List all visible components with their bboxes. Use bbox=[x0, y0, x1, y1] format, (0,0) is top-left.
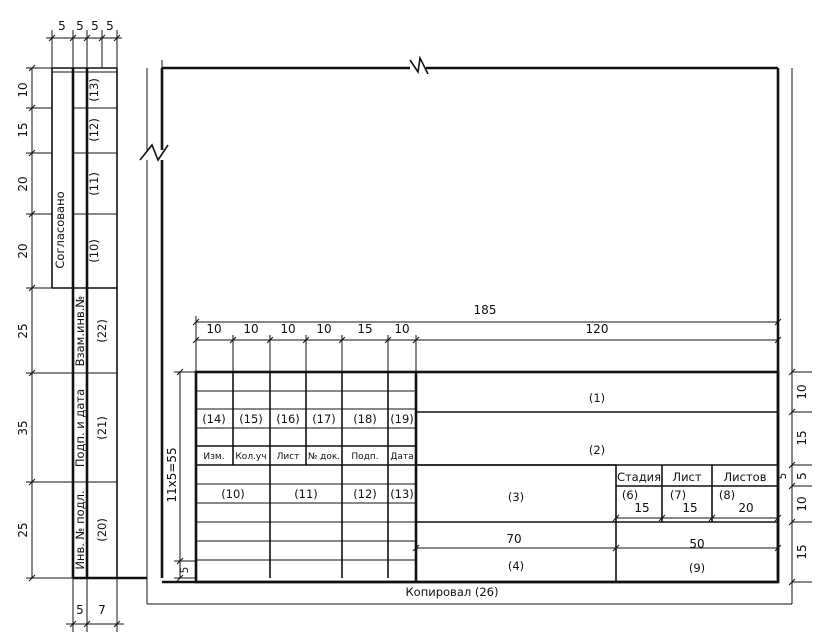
field-1: (1) bbox=[589, 391, 605, 405]
titleblock-top-dimensions: 185 10 10 10 10 15 10 120 bbox=[192, 303, 782, 372]
kopiroval-label: Копировал (26) bbox=[406, 585, 499, 599]
field-8: (8) bbox=[719, 488, 735, 502]
header-n-dok: № док. bbox=[308, 452, 340, 462]
dim-col-15: 15 bbox=[357, 322, 372, 336]
dim-row-5: 5 bbox=[179, 567, 191, 574]
field-3: (3) bbox=[508, 490, 524, 504]
field-4: (4) bbox=[508, 559, 524, 573]
width-dimensions: 70 50 bbox=[412, 514, 782, 552]
dim-left-20b: 20 bbox=[16, 243, 30, 258]
side-field-22: (22) bbox=[95, 319, 109, 343]
header-podp: Подп. bbox=[351, 452, 378, 462]
field-18: (18) bbox=[353, 412, 377, 426]
titleblock-fields: (14) (15) (16) (17) (18) (19) Изм. Кол.у… bbox=[202, 391, 766, 575]
cell-11: (11) bbox=[294, 487, 318, 501]
vzam-inv-label: Взам.инв.№ bbox=[73, 296, 87, 367]
field-2: (2) bbox=[589, 443, 605, 457]
dim-185: 185 bbox=[474, 303, 497, 317]
dim-col-10c: 10 bbox=[280, 322, 295, 336]
inv-podl-label: Инв. № подл. bbox=[73, 490, 87, 569]
cell-13: (13) bbox=[390, 487, 414, 501]
side-field-13: (13) bbox=[87, 78, 101, 102]
dim-left-35: 35 bbox=[16, 420, 30, 435]
soglasovano-label: Согласовано bbox=[53, 191, 67, 268]
side-field-12: (12) bbox=[87, 118, 101, 142]
header-list: Лист bbox=[277, 452, 300, 462]
field-7: (7) bbox=[670, 488, 686, 502]
left-dimensions: 10 15 20 20 25 35 25 bbox=[16, 64, 73, 582]
dim-left-25b: 25 bbox=[16, 522, 30, 537]
podp-data-label: Подп. и дата bbox=[73, 389, 87, 467]
side-field-20: (20) bbox=[95, 518, 109, 542]
dim-11x5: 11x5=55 bbox=[165, 447, 179, 502]
header-izm: Изм. bbox=[203, 452, 224, 462]
bottom-dimensions: 5 7 bbox=[66, 578, 124, 632]
side-field-10: (10) bbox=[87, 239, 101, 263]
dim-right-15b: 15 bbox=[795, 544, 809, 559]
top-dimensions: 5 5 5 5 bbox=[46, 19, 122, 68]
dim-col-10b: 10 bbox=[243, 322, 258, 336]
header-data: Дата bbox=[390, 452, 413, 462]
field-17: (17) bbox=[312, 412, 336, 426]
value-15b: 15 bbox=[682, 501, 697, 515]
titleblock-left-dimensions: 11x5=55 5 bbox=[165, 368, 196, 582]
value-15a: 15 bbox=[634, 501, 649, 515]
dim-top-5c: 5 bbox=[91, 19, 99, 33]
field-16: (16) bbox=[276, 412, 300, 426]
dim-top-5a: 5 bbox=[58, 19, 66, 33]
side-field-21: (21) bbox=[95, 416, 109, 440]
dim-col-120: 120 bbox=[586, 322, 609, 336]
dim-col-10d: 10 bbox=[316, 322, 331, 336]
cell-10: (10) bbox=[221, 487, 245, 501]
dim-right-10b: 10 bbox=[795, 496, 809, 511]
dim-col-10a: 10 bbox=[206, 322, 221, 336]
field-14: (14) bbox=[202, 412, 226, 426]
dim-top-5b: 5 bbox=[76, 19, 84, 33]
field-15: (15) bbox=[239, 412, 263, 426]
dim-top-5d: 5 bbox=[106, 19, 114, 33]
titleblock-table bbox=[194, 370, 780, 584]
dim-bottom-5: 5 bbox=[76, 603, 84, 617]
header-listov: Листов bbox=[724, 470, 767, 484]
cell-12: (12) bbox=[353, 487, 377, 501]
dim-left-25a: 25 bbox=[16, 323, 30, 338]
dim-right-10: 10 bbox=[795, 384, 809, 399]
dim-right-15a: 15 bbox=[795, 430, 809, 445]
field-9: (9) bbox=[689, 561, 705, 575]
dim-70: 70 bbox=[506, 532, 521, 546]
side-field-11: (11) bbox=[87, 172, 101, 196]
header-stadiya: Стадия bbox=[617, 470, 661, 484]
header-kol-uch: Кол.уч bbox=[235, 452, 266, 462]
dim-left-10: 10 bbox=[16, 82, 30, 97]
dim-right-5a: 5 bbox=[795, 472, 809, 480]
dim-left-20a: 20 bbox=[16, 176, 30, 191]
field-6: (6) bbox=[622, 488, 638, 502]
dim-right-5b: 5 bbox=[777, 473, 789, 480]
dim-col-10e: 10 bbox=[394, 322, 409, 336]
dim-50: 50 bbox=[689, 537, 704, 551]
dim-left-15: 15 bbox=[16, 122, 30, 137]
side-column-frame bbox=[51, 67, 147, 580]
header-list-right: Лист bbox=[672, 470, 701, 484]
value-20: 20 bbox=[738, 501, 753, 515]
right-dimensions: 10 15 5 10 15 5 bbox=[777, 368, 812, 586]
side-labels: Согласовано (13) (12) (11) (10) Взам.инв… bbox=[53, 78, 109, 569]
field-19: (19) bbox=[390, 412, 414, 426]
dim-bottom-7: 7 bbox=[98, 603, 106, 617]
